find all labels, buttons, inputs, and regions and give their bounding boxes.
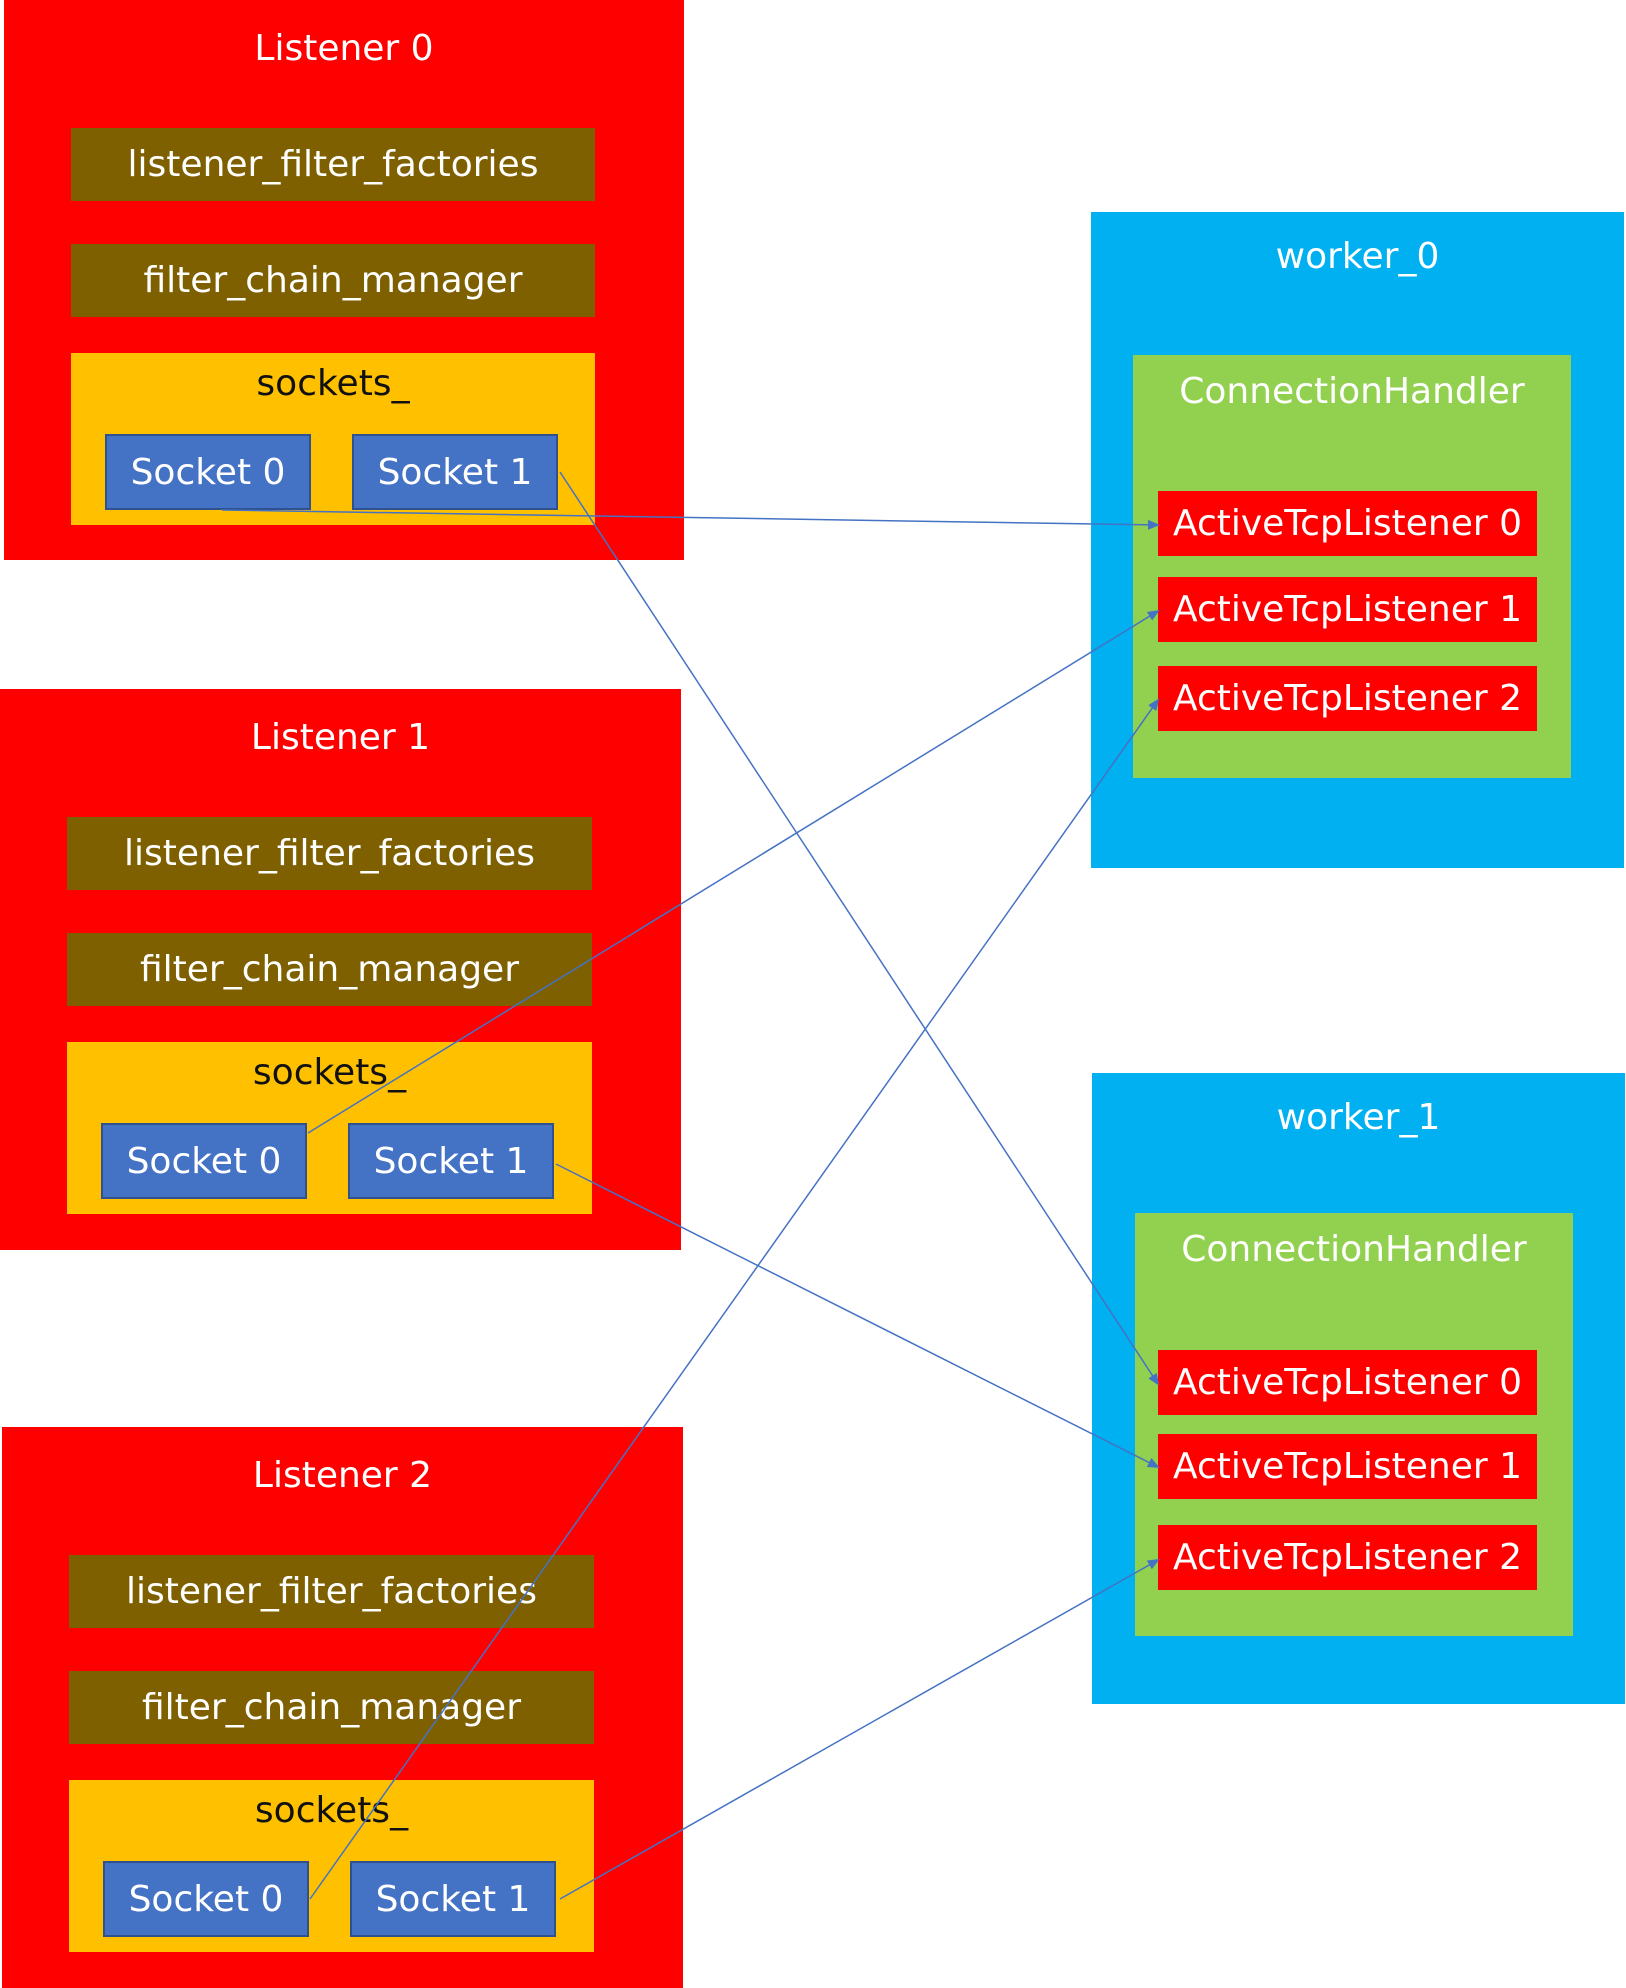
connection-handler: ConnectionHandler ActiveTcpListener 0 Ac… <box>1135 1213 1573 1636</box>
socket-1: Socket 1 <box>348 1123 554 1199</box>
filter-chain-manager: filter_chain_manager <box>67 933 592 1006</box>
active-tcp-listener-2: ActiveTcpListener 2 <box>1158 666 1537 731</box>
socket-0: Socket 0 <box>103 1861 309 1937</box>
listener-title: Listener 1 <box>250 717 431 758</box>
socket-1: Socket 1 <box>352 434 558 510</box>
connection-handler-label: ConnectionHandler <box>1181 1229 1527 1270</box>
listener-filter-factories: listener_filter_factories <box>71 128 595 201</box>
sockets-container: sockets_ Socket 0 Socket 1 <box>69 1780 594 1952</box>
connection-handler-label: ConnectionHandler <box>1179 371 1525 412</box>
sockets-label: sockets_ <box>256 363 410 404</box>
listener-1: Listener 1 listener_filter_factories fil… <box>0 689 681 1250</box>
socket-1: Socket 1 <box>350 1861 556 1937</box>
active-tcp-listener-0: ActiveTcpListener 0 <box>1158 491 1537 556</box>
worker-title: worker_0 <box>1275 236 1440 277</box>
active-tcp-listener-0: ActiveTcpListener 0 <box>1158 1350 1537 1415</box>
socket-0: Socket 0 <box>105 434 311 510</box>
active-tcp-listener-1: ActiveTcpListener 1 <box>1158 1434 1537 1499</box>
sockets-container: sockets_ Socket 0 Socket 1 <box>67 1042 592 1214</box>
listener-2: Listener 2 listener_filter_factories fil… <box>2 1427 683 1988</box>
listener-title: Listener 0 <box>254 28 434 69</box>
filter-chain-manager: filter_chain_manager <box>71 244 595 317</box>
active-tcp-listener-2: ActiveTcpListener 2 <box>1158 1525 1537 1590</box>
sockets-label: sockets_ <box>252 1052 407 1093</box>
listener-title: Listener 2 <box>252 1455 433 1496</box>
active-tcp-listener-1: ActiveTcpListener 1 <box>1158 577 1537 642</box>
listener-0: Listener 0 listener_filter_factories fil… <box>4 0 684 560</box>
listener-filter-factories: listener_filter_factories <box>67 817 592 890</box>
connection-handler: ConnectionHandler ActiveTcpListener 0 Ac… <box>1133 355 1571 778</box>
listener-filter-factories: listener_filter_factories <box>69 1555 594 1628</box>
sockets-container: sockets_ Socket 0 Socket 1 <box>71 353 595 525</box>
filter-chain-manager: filter_chain_manager <box>69 1671 594 1744</box>
sockets-label: sockets_ <box>254 1790 409 1831</box>
worker-1: worker_1 ConnectionHandler ActiveTcpList… <box>1092 1073 1625 1704</box>
socket-0: Socket 0 <box>101 1123 307 1199</box>
worker-title: worker_1 <box>1276 1097 1441 1138</box>
worker-0: worker_0 ConnectionHandler ActiveTcpList… <box>1091 212 1624 868</box>
